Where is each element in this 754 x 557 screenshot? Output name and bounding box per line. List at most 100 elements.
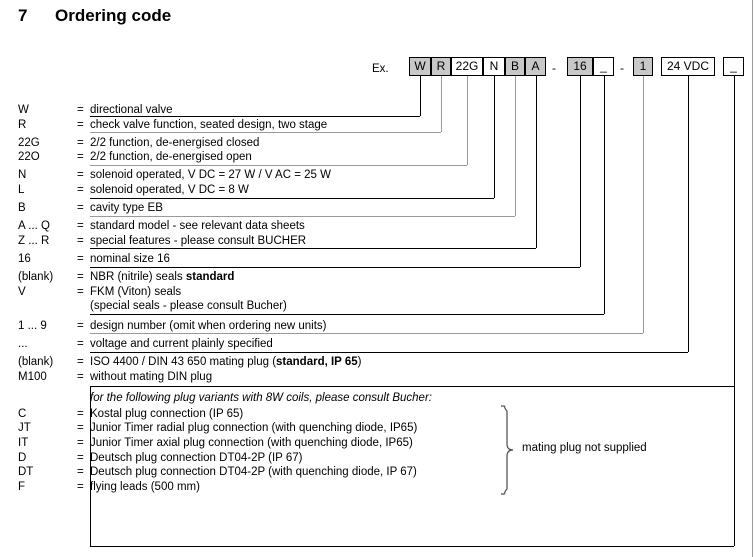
- spec-description: Deutsch plug connection DT04-2P (with qu…: [90, 466, 417, 479]
- spec-equals: =: [77, 252, 84, 265]
- code-connector-10: [688, 76, 689, 352]
- spec-row: 16=nominal size 16: [0, 253, 754, 268]
- section-number: 7: [18, 6, 28, 25]
- code-connector-11: [734, 76, 735, 387]
- spec-equals: =: [77, 480, 84, 493]
- group-underline-8: [90, 314, 604, 316]
- group-underline-2: [90, 132, 441, 134]
- spec-equals: =: [77, 356, 84, 368]
- code-box-8: _: [593, 57, 614, 76]
- group-underline-4: [90, 197, 494, 199]
- code-connector-6: [536, 76, 537, 249]
- spec-row: JT=Junior Timer radial plug connection (…: [0, 422, 754, 437]
- spec-description: for the following plug variants with 8W …: [90, 392, 432, 405]
- spec-description: standard model - see relevant data sheet…: [90, 220, 305, 233]
- code-connector-4: [494, 76, 495, 198]
- code-connector-8: [604, 76, 605, 315]
- spec-description: Junior Timer radial plug connection (wit…: [90, 422, 418, 435]
- spec-description: ISO 4400 / DIN 43 650 mating plug (stand…: [90, 356, 362, 368]
- spec-equals: =: [77, 234, 84, 247]
- spec-equals: =: [77, 466, 84, 479]
- group-underline-6: [90, 248, 536, 250]
- code-box-4: N: [483, 57, 505, 76]
- spec-code: R: [18, 118, 27, 131]
- spec-row: 22O=2/2 function, de-energised open: [0, 151, 754, 166]
- mating-plug-note: mating plug not supplied: [522, 441, 647, 454]
- spec-code: W: [18, 104, 29, 116]
- spec-equals: =: [77, 285, 84, 298]
- frame-right-edge: [734, 386, 735, 546]
- spec-code: Z ... R: [18, 234, 50, 247]
- spec-row: Z ... R = special features - please consul…: [0, 235, 754, 250]
- code-box-5: B: [505, 57, 525, 76]
- spec-description: cavity type EB: [90, 202, 163, 215]
- spec-equals: =: [77, 271, 84, 283]
- spec-code: L: [18, 184, 25, 196]
- spec-code: (blank): [18, 356, 54, 368]
- code-box-7: 16: [567, 57, 593, 76]
- spec-equals: =: [77, 184, 84, 196]
- frame-bottom-edge: [90, 546, 734, 547]
- spec-description: special features - please consult BUCHER: [90, 234, 307, 247]
- spec-equals: =: [77, 202, 84, 215]
- spec-code: N: [18, 169, 27, 182]
- code-box-6: A: [525, 57, 546, 76]
- spec-description: (special seals - please consult Bucher): [90, 300, 287, 313]
- spec-code: 16: [18, 252, 31, 265]
- spec-row: W=directional valve: [0, 104, 754, 119]
- spec-description: check valve function, seated design, two…: [90, 118, 328, 131]
- spec-equals: =: [77, 437, 84, 449]
- spec-description: directional valve: [90, 104, 173, 116]
- code-connector-5: [515, 76, 516, 216]
- spec-description: without mating DIN plug: [90, 370, 213, 383]
- spec-code: M100: [18, 370, 47, 383]
- spec-description: solenoid operated, V DC = 8 W: [90, 184, 249, 196]
- code-connector-7: [580, 76, 581, 267]
- spec-row: (blank)=NBR (nitrile) seals standard: [0, 271, 754, 286]
- code-box-1: W: [409, 57, 431, 76]
- spec-code: (blank): [18, 271, 54, 283]
- spec-description: voltage and current plainly specified: [90, 337, 273, 350]
- spec-equals: =: [77, 220, 84, 233]
- spec-equals: =: [77, 118, 84, 131]
- spec-row: M100 = without mating DIN plug: [0, 371, 754, 386]
- group-underline-1: [90, 116, 420, 118]
- spec-code: F: [18, 480, 26, 493]
- code-box-10: 24 VDC: [661, 57, 715, 76]
- spec-code: D: [18, 451, 27, 464]
- spec-equals: =: [77, 169, 84, 182]
- spec-row: L = solenoid operated, V DC = 8 W: [0, 184, 754, 199]
- spec-row: ...=voltage and current plainly specifie…: [0, 338, 754, 353]
- spec-row: 1 ... 9=design number (omit when orderin…: [0, 320, 754, 335]
- spec-row: D=Deutsch plug connection DT04-2P (IP 67…: [0, 452, 754, 467]
- spec-row: B=cavity type EB: [0, 202, 754, 217]
- group-underline-10: [90, 351, 688, 353]
- spec-description: Deutsch plug connection DT04-2P (IP 67): [90, 451, 303, 464]
- spec-row: (special seals - please consult Bucher): [0, 300, 754, 315]
- spec-row: C=Kostal plug connection (IP 65): [0, 408, 754, 423]
- spec-description: design number (omit when ordering new un…: [90, 319, 327, 332]
- spec-equals: =: [77, 319, 84, 332]
- page-edge-right: [752, 0, 753, 557]
- spec-description: solenoid operated, V DC = 27 W / V AC = …: [90, 169, 331, 182]
- spec-row: 22G=2/2 function, de-energised closed: [0, 137, 754, 152]
- spec-row: F = flying leads (500 mm): [0, 481, 754, 496]
- section-title: Ordering code: [55, 6, 172, 25]
- code-connector-1: [420, 76, 421, 117]
- spec-code: A ... Q: [18, 220, 50, 233]
- spec-equals: =: [77, 370, 84, 383]
- code-connector-2: [441, 76, 442, 133]
- spec-equals: =: [77, 151, 84, 164]
- group-underline-9: [90, 333, 643, 335]
- spec-description: flying leads (500 mm): [90, 480, 200, 493]
- code-separator-1: -: [552, 61, 556, 75]
- group-underline-7: [90, 266, 580, 268]
- spec-code: 22G: [18, 136, 40, 149]
- spec-description: Kostal plug connection (IP 65): [90, 407, 244, 420]
- spec-code: V: [18, 285, 26, 298]
- spec-row: IT=Junior Timer axial plug connection (w…: [0, 437, 754, 452]
- spec-row: (blank) = ISO 4400 / DIN 43 650 mating plu…: [0, 356, 754, 371]
- spec-code: IT: [18, 437, 29, 449]
- spec-row: V=FKM (Viton) seals: [0, 286, 754, 301]
- code-box-9: 1: [633, 57, 653, 76]
